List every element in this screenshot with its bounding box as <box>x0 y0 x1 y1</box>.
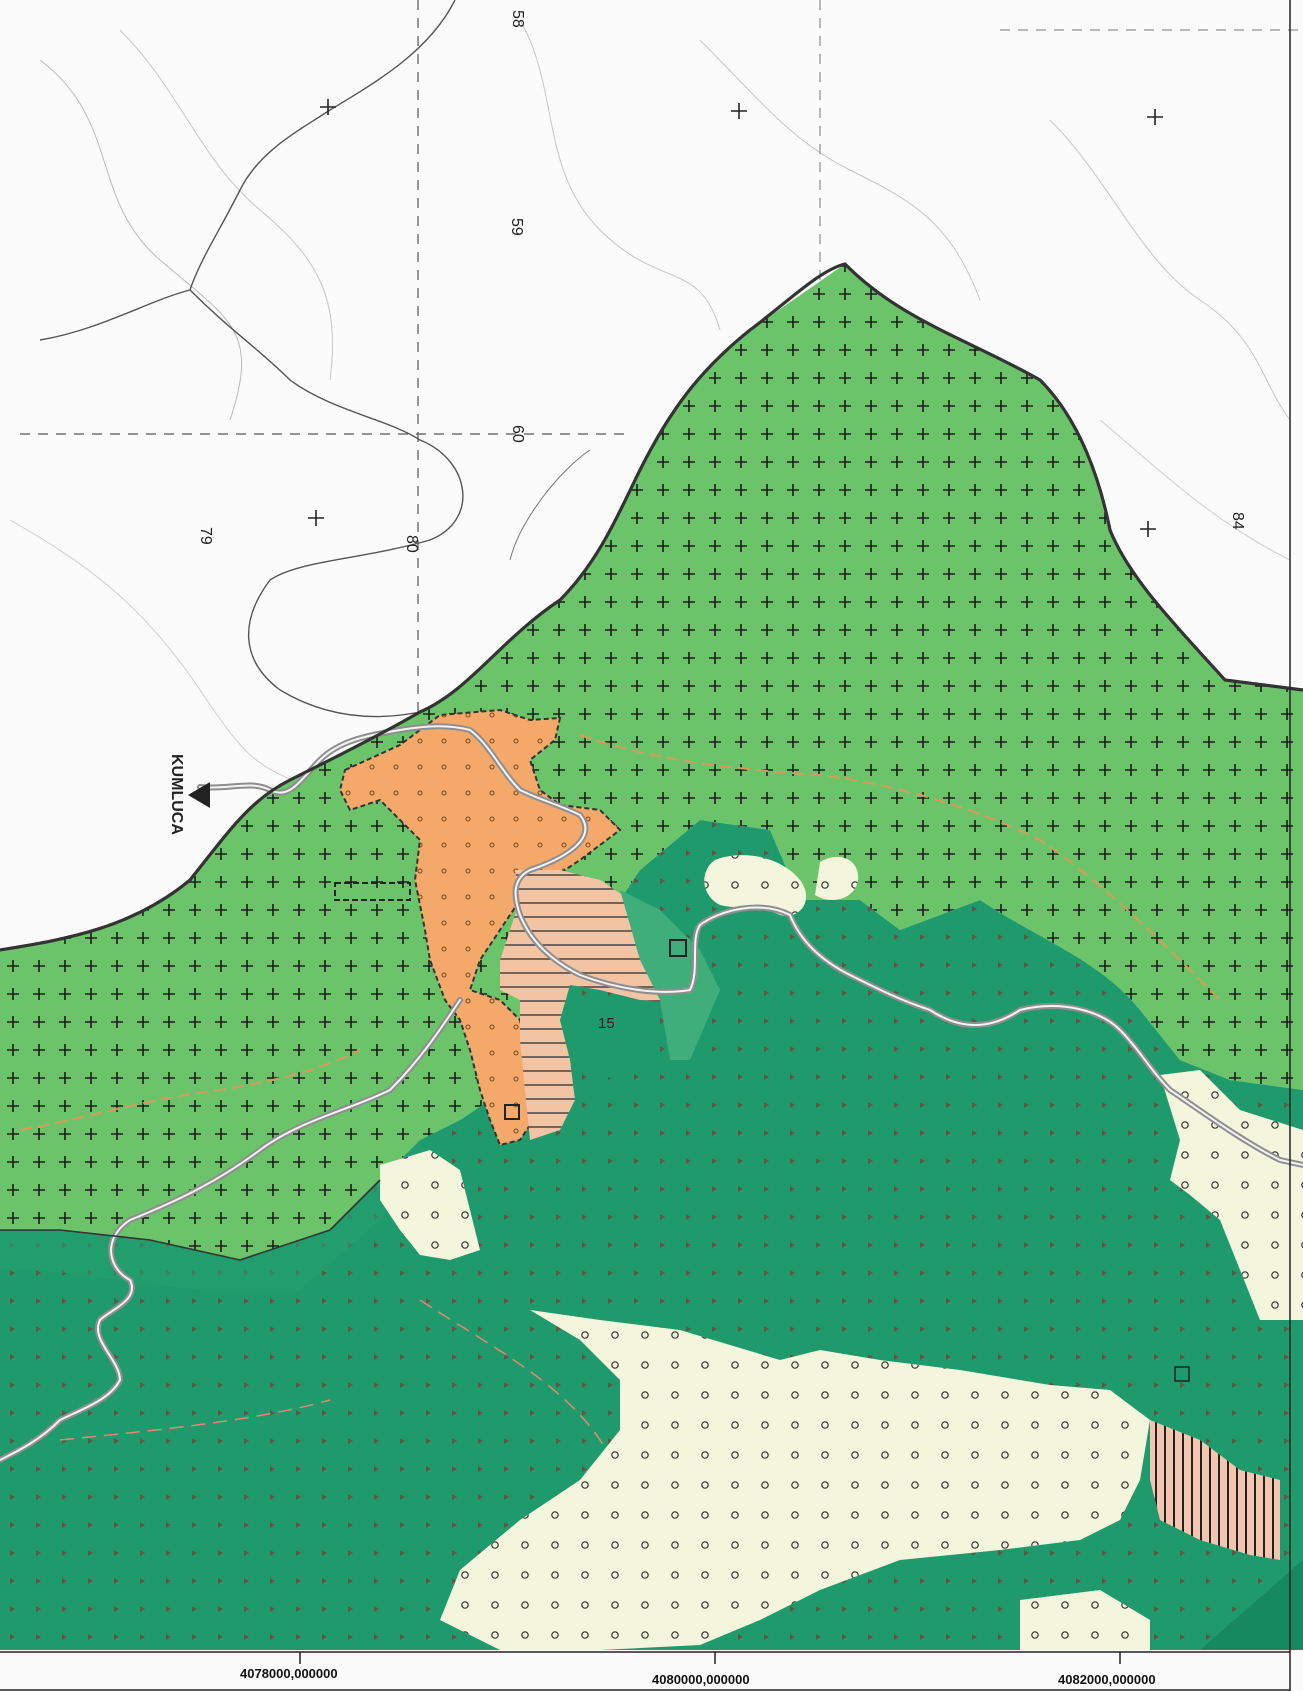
direction-arrow <box>188 782 210 808</box>
site-markers <box>334 882 1190 1382</box>
grid-number-80: 80 <box>403 535 420 553</box>
grid-number-79: 79 <box>197 527 214 545</box>
forest-boundary <box>0 262 1303 1261</box>
grid-number-60: 60 <box>509 425 526 443</box>
teal-wedge <box>560 890 720 1080</box>
grid-number-59: 59 <box>508 218 525 236</box>
zone-label: 15 <box>598 1015 615 1032</box>
open-land-zones <box>380 855 1303 1650</box>
coordinate-label-1: 4078000,000000 <box>240 1666 338 1681</box>
striped-patch <box>1150 1420 1280 1560</box>
coordinate-label-3: 4082000,000000 <box>1058 1672 1156 1687</box>
grid-number-58: 58 <box>509 10 526 28</box>
orange-settlement-zone <box>338 708 622 1147</box>
grid-number-84: 84 <box>1229 512 1246 530</box>
river <box>0 723 1303 1463</box>
coordinate-label-2: 4080000,000000 <box>652 1672 750 1687</box>
light-green-forest-zone <box>0 264 1303 1260</box>
place-label: KUMLUCA <box>168 754 185 835</box>
grid-crosses <box>308 99 1163 537</box>
